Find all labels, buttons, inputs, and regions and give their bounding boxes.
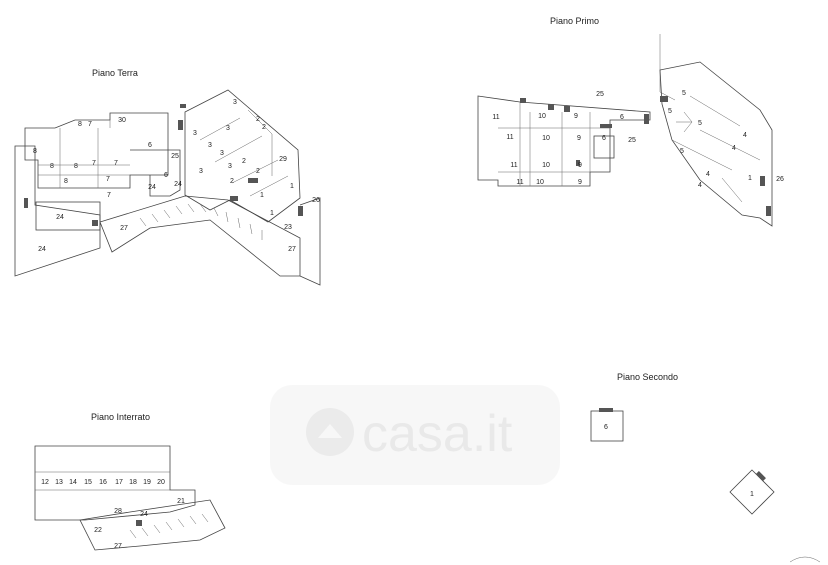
room-label: 16 (99, 479, 107, 486)
room-label: 2 (262, 124, 266, 131)
room-label: 9 (574, 113, 578, 120)
room-label: 9 (578, 162, 582, 169)
floor-piano-primo: Piano Primo 5 25 5 11 10 9 6 5 11 10 9 6… (477, 16, 784, 227)
room-label: 12 (41, 479, 49, 486)
room-label: 28 (114, 508, 122, 515)
room-label: 11 (506, 134, 513, 141)
room-label: 24 (148, 184, 156, 191)
room-label: 26 (312, 197, 320, 204)
room-label: 24 (140, 511, 148, 518)
room-label: 26 (776, 176, 784, 183)
room-label: 1 (260, 192, 264, 199)
room-label: 10 (542, 162, 550, 169)
room-label: 4 (732, 145, 736, 152)
floor-title-primo: Piano Primo (550, 16, 599, 26)
room-label: 27 (114, 543, 122, 550)
room-label: 1 (748, 175, 752, 182)
room-label: 24 (38, 246, 46, 253)
watermark: casa.it (270, 385, 560, 485)
floor-title-interrato: Piano Interrato (91, 412, 150, 422)
room-label: 15 (84, 479, 92, 486)
room-label: 24 (174, 181, 182, 188)
floor-piano-interrato: Piano Interrato 12 13 14 15 16 17 18 19 … (34, 412, 226, 551)
room-label: 7 (106, 176, 110, 183)
room-label: 25 (596, 91, 604, 98)
room-label: 21 (177, 498, 185, 505)
room-label: 23 (284, 224, 292, 231)
room-label: 25 (628, 137, 636, 144)
room-label: 6 (148, 142, 152, 149)
room-label: 4 (698, 182, 702, 189)
room-label: 5 (682, 90, 686, 97)
room-label: 7 (92, 160, 96, 167)
room-label: 5 (668, 108, 672, 115)
room-label: 8 (74, 163, 78, 170)
room-label: 19 (143, 479, 151, 486)
room-label: 8 (64, 178, 68, 185)
room-label: 3 (220, 150, 224, 157)
room-label: 22 (94, 527, 102, 534)
room-label: 2 (242, 158, 246, 165)
room-label: 3 (193, 130, 197, 137)
room-label: 3 (233, 99, 237, 106)
room-label: 9 (578, 179, 582, 186)
room-label: 8 (78, 121, 82, 128)
room-label: 6 (602, 135, 606, 142)
room-label: 18 (129, 479, 137, 486)
room-label: 3 (226, 125, 230, 132)
room-label: 20 (157, 479, 165, 486)
room-label: 5 (698, 120, 702, 127)
floor-title-secondo: Piano Secondo (617, 372, 678, 382)
room-label: 3 (199, 168, 203, 175)
watermark-text: casa.it (362, 405, 513, 463)
room-label: 8 (33, 148, 37, 155)
room-label: 2 (256, 168, 260, 175)
floor-title-terra: Piano Terra (92, 68, 138, 78)
room-label: 25 (171, 153, 179, 160)
room-label: 14 (69, 479, 77, 486)
room-label: 10 (542, 135, 550, 142)
room-label: 4 (743, 132, 747, 139)
room-label: 17 (115, 479, 123, 486)
room-label: 6 (164, 172, 168, 179)
room-label: 8 (50, 163, 54, 170)
room-label: 3 (208, 142, 212, 149)
room-label: 11 (492, 114, 499, 121)
room-label: 29 (279, 156, 287, 163)
room-label: 7 (114, 160, 118, 167)
room-label: 30 (118, 117, 126, 124)
room-label: 11 (510, 162, 517, 169)
room-label: 5 (680, 148, 684, 155)
room-label: 13 (55, 479, 63, 486)
room-label: 27 (288, 246, 296, 253)
room-label: 9 (577, 135, 581, 142)
room-label: 27 (120, 225, 128, 232)
floor-piano-terra: Piano Terra 8 7 30 8 6 3 3 3 2 (14, 68, 321, 286)
compass-icon (789, 556, 821, 563)
room-label: 10 (536, 179, 544, 186)
room-label: 7 (107, 192, 111, 199)
room-label: 7 (88, 121, 92, 128)
room-label: 11 (516, 179, 523, 186)
room-label: 1 (750, 491, 754, 498)
room-label: 10 (538, 113, 546, 120)
room-label: 24 (56, 214, 64, 221)
room-label: 6 (620, 114, 624, 121)
room-label: 2 (230, 178, 234, 185)
floor-piano-secondo: Piano Secondo 6 1 (590, 372, 775, 515)
room-label: 1 (290, 183, 294, 190)
room-label: 4 (706, 171, 710, 178)
room-label: 2 (256, 116, 260, 123)
room-label: 6 (604, 424, 608, 431)
room-label: 1 (270, 210, 274, 217)
room-label: 3 (228, 163, 232, 170)
